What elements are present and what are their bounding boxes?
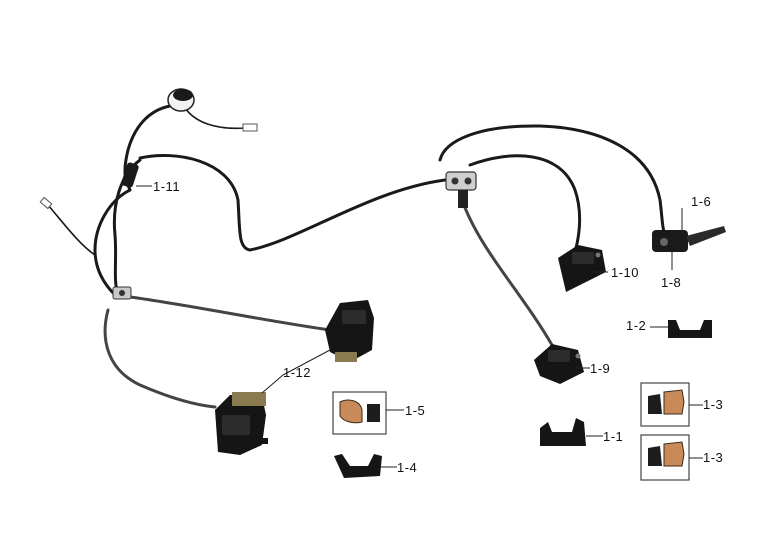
callout-label-1-5: 1-5 bbox=[405, 403, 426, 418]
callout-label-1-1: 1-1 bbox=[603, 429, 624, 444]
callout-label-1-4: 1-4 bbox=[397, 460, 418, 475]
caliper-1-9 bbox=[534, 344, 584, 384]
brake-fluid-reservoir bbox=[167, 88, 195, 112]
front-left-hose bbox=[460, 198, 554, 347]
leader-1-12b bbox=[261, 374, 284, 394]
lower-hose bbox=[103, 308, 217, 409]
lever-hose bbox=[438, 124, 666, 234]
wire-connector bbox=[242, 123, 258, 132]
pad-set-1-5 bbox=[332, 391, 387, 435]
callout-label-1-12: 1-12 bbox=[283, 365, 312, 380]
pad-set-1-3-lower bbox=[640, 434, 690, 481]
caliper-1-12 bbox=[325, 300, 374, 362]
callout-label-1-9: 1-9 bbox=[590, 361, 611, 376]
caliper-lower bbox=[215, 392, 268, 455]
leader-lines bbox=[136, 185, 703, 468]
callout-label-1-2: 1-2 bbox=[626, 318, 647, 333]
main-hose bbox=[138, 154, 447, 252]
left-wire bbox=[47, 204, 96, 256]
front-right-hose bbox=[468, 154, 582, 250]
callout-label-1-6: 1-6 bbox=[691, 194, 712, 209]
left-wire-connector bbox=[39, 196, 53, 210]
callout-label-1-8: 1-8 bbox=[661, 275, 682, 290]
switch-wire bbox=[184, 107, 246, 130]
brake-switch bbox=[121, 162, 139, 188]
callout-label-1-3-lower: 1-3 bbox=[703, 450, 724, 465]
callout-label-1-10: 1-10 bbox=[611, 265, 640, 280]
bracket-1-2 bbox=[668, 320, 712, 338]
bracket-1-1 bbox=[540, 418, 586, 446]
brake-hoses bbox=[47, 104, 666, 409]
left-t-junction bbox=[112, 286, 132, 300]
leader-1-12 bbox=[282, 349, 331, 376]
rear-hose bbox=[128, 295, 332, 332]
callout-label-1-11: 1-11 bbox=[153, 179, 181, 194]
center-distributor bbox=[445, 171, 477, 208]
caliper-1-10 bbox=[558, 245, 606, 292]
bracket-1-4 bbox=[334, 454, 382, 478]
left-hose-bundle bbox=[93, 188, 132, 297]
brake-lever bbox=[652, 226, 726, 252]
pad-set-1-3-upper bbox=[640, 382, 690, 427]
callout-label-1-3-upper: 1-3 bbox=[703, 397, 724, 412]
